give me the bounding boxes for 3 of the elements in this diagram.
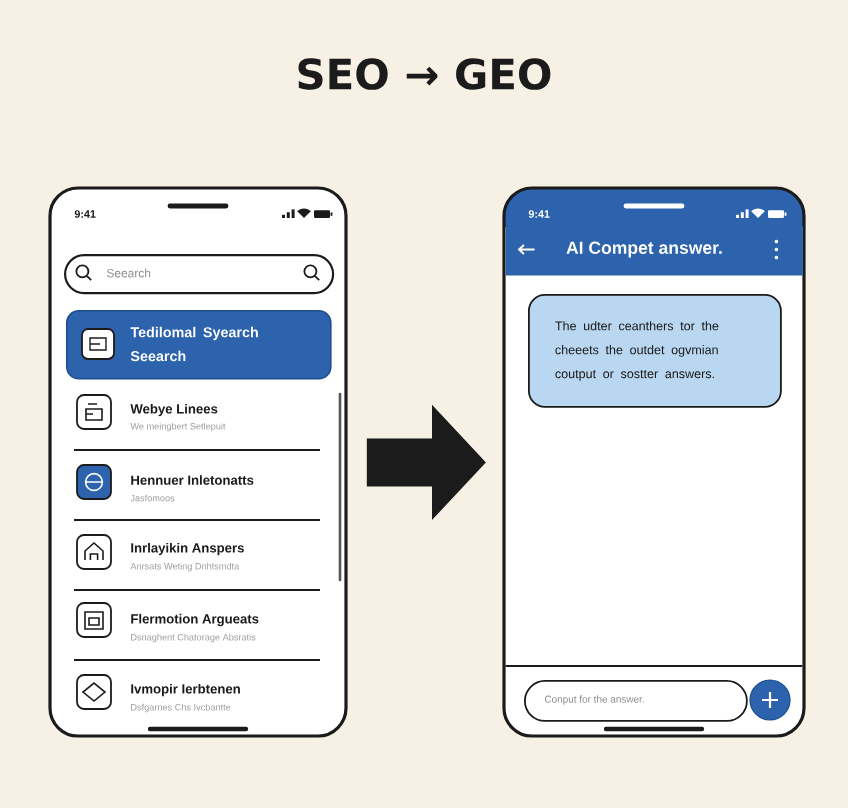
title: SEO → GEO [298, 58, 551, 90]
node-label: AI Compet answer. [566, 241, 722, 258]
app-bar: AI Compet answer. [506, 226, 803, 276]
